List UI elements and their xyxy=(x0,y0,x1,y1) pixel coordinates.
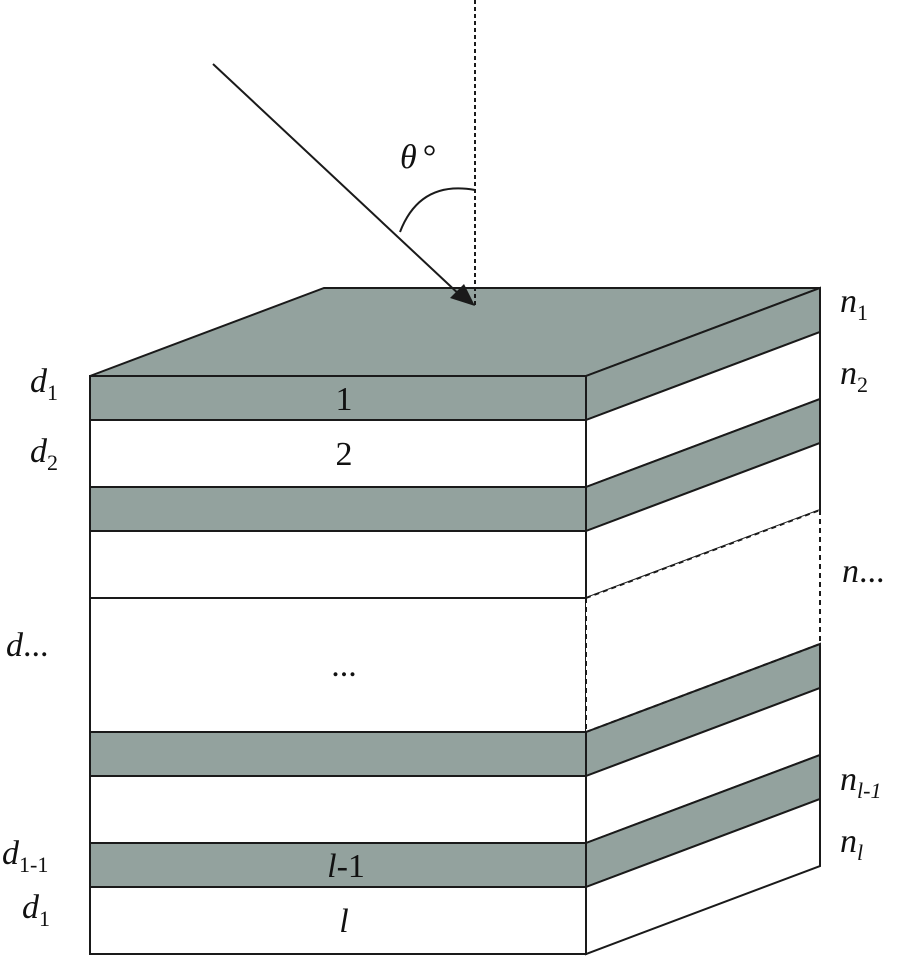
index-label-n2: n2 xyxy=(840,355,868,397)
side-face xyxy=(585,286,821,956)
thickness-label-d1-1: d1-1 xyxy=(2,835,48,877)
thickness-label-dmiddle: d... xyxy=(6,627,49,664)
front-layer-l xyxy=(89,886,587,955)
thickness-label-d1: d1 xyxy=(30,363,58,405)
angle-label: θ° xyxy=(400,139,436,176)
layer-number-middle: ... xyxy=(331,647,357,684)
incident-ray-arrowhead xyxy=(450,284,475,306)
thickness-label-dlast: d1 xyxy=(22,889,50,931)
index-label-n1: n1 xyxy=(840,283,868,325)
side-layer-middle xyxy=(586,510,820,732)
angle-arc xyxy=(399,187,476,233)
front-layer-4 xyxy=(89,530,587,599)
side-middle-dash-top xyxy=(585,509,821,599)
front-layer-6 xyxy=(89,731,587,777)
side-layer-l xyxy=(585,797,821,956)
front-layer-7 xyxy=(89,775,587,844)
front-layer-3 xyxy=(89,486,587,532)
front-face xyxy=(89,375,587,955)
incident-ray xyxy=(212,63,463,298)
side-middle-dash-bottom xyxy=(585,643,821,733)
front-layer-middle xyxy=(89,597,587,733)
layer-number-l-minus-1: l-1 xyxy=(327,848,365,885)
index-label-nl: nl xyxy=(840,823,863,865)
index-label-nl-1: nl-1 xyxy=(840,761,881,803)
index-label-nmiddle: n... xyxy=(842,553,885,590)
layer-number-l: l xyxy=(339,903,348,940)
layer-number-1: 1 xyxy=(336,381,353,418)
thickness-label-d2: d2 xyxy=(30,433,58,475)
layer-number-2: 2 xyxy=(336,436,353,473)
